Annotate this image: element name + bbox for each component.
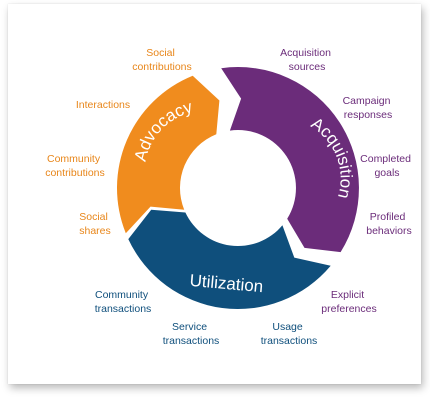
label-service-transactions: Service transactions [163,321,220,347]
acquisition-segment [221,67,359,253]
utilization-segment [128,209,331,310]
label-usage-transactions: Usage transactions [261,321,318,347]
label-social-shares: Social shares [79,211,111,237]
label-community-contributions: Community contributions [45,153,105,179]
label-social-contributions: Social contributions [132,47,192,73]
label-campaign-responses: Campaign responses [343,95,394,121]
advocacy-segment [117,75,220,234]
label-interactions: Interactions [76,99,130,111]
label-acquisition-sources: Acquisition sources [280,47,334,73]
label-profiled-behaviors: Profiled behaviors [366,211,412,237]
label-completed-goals: Completed goals [360,153,414,179]
label-explicit-preferences: Explicit preferences [321,289,376,315]
label-community-transactions: Community transactions [95,289,152,315]
